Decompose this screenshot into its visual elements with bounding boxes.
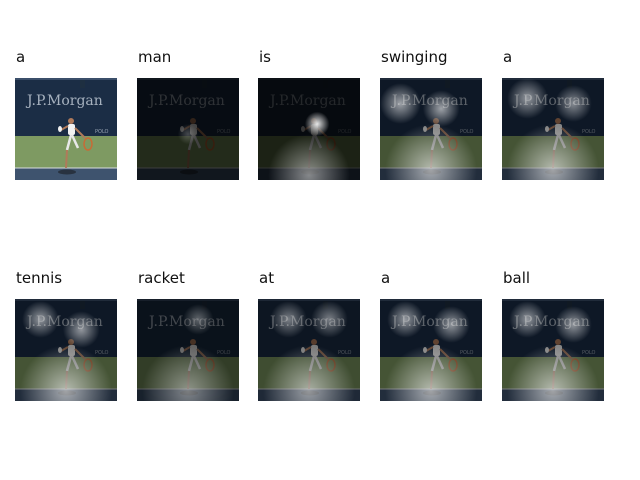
attention-cell: is J.P.Morgan POLO xyxy=(258,48,360,210)
attention-cell: a J.P.Morgan POLO xyxy=(15,48,117,210)
caption-word: man xyxy=(138,48,172,66)
caption-word: swinging xyxy=(381,48,448,66)
caption-word: a xyxy=(16,48,26,66)
attention-cell: racket J.P.Morgan POLO xyxy=(137,269,239,431)
caption-word: racket xyxy=(138,269,185,287)
attention-cell: man J.P.Morgan POLO xyxy=(137,48,239,210)
attention-heatmap-image: J.P.Morgan POLO xyxy=(258,299,360,401)
attention-heatmap-image: J.P.Morgan POLO xyxy=(137,299,239,401)
caption-word: ball xyxy=(503,269,531,287)
attention-heatmap-image: J.P.Morgan POLO xyxy=(258,78,360,180)
caption-word: at xyxy=(259,269,275,287)
svg-text:J.P.Morgan: J.P.Morgan xyxy=(25,93,103,109)
attention-heatmap-image: J.P.Morgan POLO xyxy=(502,299,604,401)
caption-word: is xyxy=(259,48,271,66)
attention-cell: tennis J.P.Morgan POLO xyxy=(15,269,117,431)
attention-heatmap-image: J.P.Morgan POLO xyxy=(137,78,239,180)
attention-cell: ball J.P.Morgan POLO xyxy=(502,269,604,431)
attention-cell: a J.P.Morgan POLO xyxy=(502,48,604,210)
attention-heatmap-image: J.P.Morgan POLO xyxy=(380,78,482,180)
attention-heatmap-image: J.P.Morgan POLO xyxy=(15,78,117,180)
caption-word: a xyxy=(503,48,513,66)
caption-word: tennis xyxy=(16,269,63,287)
svg-text:POLO: POLO xyxy=(95,129,109,135)
attention-heatmap-image: J.P.Morgan POLO xyxy=(15,299,117,401)
attention-cell: a J.P.Morgan POLO xyxy=(380,269,482,431)
attention-cell: at J.P.Morgan POLO xyxy=(258,269,360,431)
caption-word: a xyxy=(381,269,391,287)
attention-heatmap-image: J.P.Morgan POLO xyxy=(502,78,604,180)
attention-heatmap-image: J.P.Morgan POLO xyxy=(380,299,482,401)
attention-cell: swinging J.P.Morgan POLO xyxy=(380,48,482,210)
